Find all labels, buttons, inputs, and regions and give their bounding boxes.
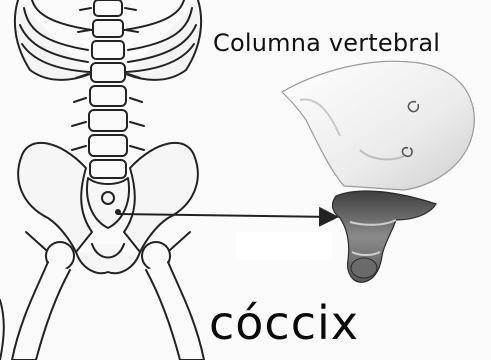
sacrum xyxy=(282,61,474,190)
highlight-patch xyxy=(236,232,332,260)
spine-label: Columna vertebral xyxy=(213,29,440,57)
spine-vertebrae xyxy=(72,0,144,178)
coccyx-label: cóccix xyxy=(209,296,359,350)
skeleton-illustration xyxy=(0,0,204,360)
coccyx xyxy=(333,191,436,282)
